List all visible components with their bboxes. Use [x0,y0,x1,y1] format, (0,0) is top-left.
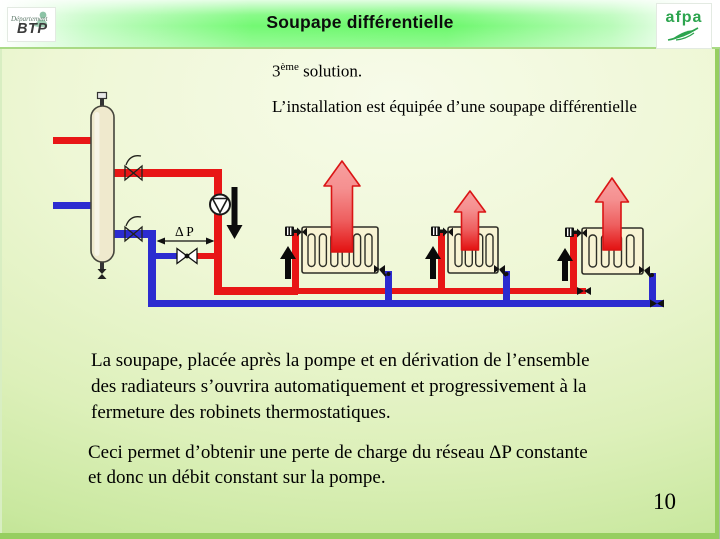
paragraph-line: et donc un débit constant sur la pompe. [88,467,386,488]
return-valve-icon-1 [374,265,391,277]
paragraph-line: La soupape, placée après la pompe et en … [91,350,590,371]
slide-header: Soupape différentielle Département BTP a… [0,0,720,49]
isolation-valve-supply-icon [124,155,143,182]
thermostatic-valve-icon-2 [431,226,453,237]
pump-icon [209,193,231,216]
btp-acronym-text: BTP [17,21,48,37]
heat-arrows [323,160,630,253]
heat-arrow-1 [323,160,361,253]
paragraph-soupape: La soupape, placée après la pompe et en … [91,348,590,426]
isolation-valve-return-icon [124,216,143,243]
main-end-valve-blue-icon [650,299,664,308]
afpa-leaf-icon [667,27,699,41]
solution-ordinal-sup: ème [280,61,299,73]
radiator-3 [581,227,644,275]
btp-department-text: Département [11,15,48,23]
heat-arrow-2 [453,190,487,251]
page-number: 10 [653,489,676,514]
pump-flow-arrow-down-icon [226,187,243,239]
solution-line: 3ème solution. [272,61,362,82]
installation-line: L’installation est équipée d’une soupape… [272,97,637,116]
thermostatic-valve-icon-3 [565,227,587,238]
return-valve-icon-3 [639,266,654,278]
main-end-valve-red-icon [577,287,591,295]
dp-label: Δ P [175,224,194,239]
paragraph-line: Ceci permet d’obtenir une perte de charg… [88,442,588,463]
heat-arrow-3 [594,177,630,251]
paragraph-line: des radiateurs s’ouvrira automatiquement… [91,376,587,397]
riser-flow-arrows [280,246,573,281]
differential-valve-icon [176,247,198,265]
paragraph-line: fermeture des robinets thermostatiques. [91,402,391,423]
afpa-wordmark: afpa [665,9,703,26]
btp-logo: Département BTP [8,8,55,41]
dp-annotation: Δ P [156,224,215,245]
return-valve-icon-2 [494,265,509,277]
thermostatic-valve-icon-1 [285,226,307,237]
flow-arrow-up-3 [557,248,573,281]
paragraph-debit: Ceci permet d’obtenir une perte de charg… [88,440,588,490]
btp-figure-icon [34,11,48,27]
page-title: Soupape différentielle [266,12,454,32]
flow-arrow-up-1 [280,246,296,279]
solution-word: solution. [298,61,363,81]
flow-arrow-up-2 [425,246,441,279]
afpa-logo: afpa [657,4,711,48]
solution-number: 3 [272,61,281,81]
supply-pipes [53,137,586,295]
hydraulic-separator [90,91,115,279]
